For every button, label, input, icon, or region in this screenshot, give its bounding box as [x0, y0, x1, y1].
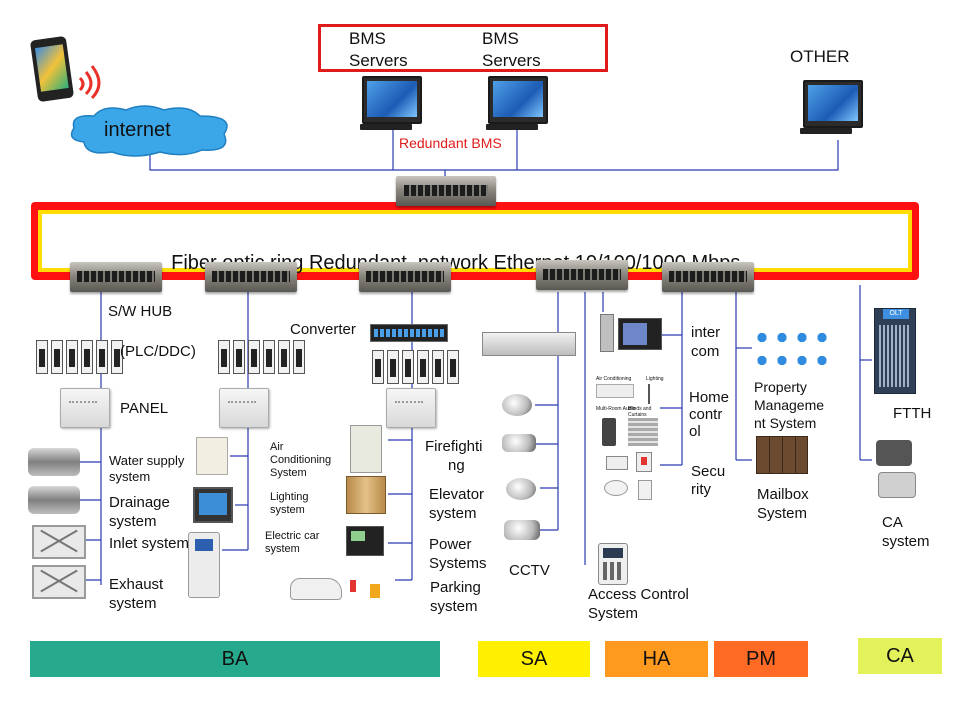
internet-cloud [70, 105, 228, 157]
redundant-bms-label: Redundant BMS [399, 135, 502, 151]
intercom-doorstation-icon [600, 314, 614, 352]
category-bar-sa: SA [478, 641, 590, 677]
firefighting-panel-icon [350, 425, 382, 473]
ptz-camera-icon [502, 394, 532, 416]
parking-car-icon [290, 578, 342, 600]
sw-hub-label: S/W HUB [108, 303, 173, 320]
lighting-controller-icon [193, 487, 233, 523]
keyboard-icon [360, 124, 412, 130]
outdoor-camera-icon [504, 520, 540, 540]
desk-phone-icon [878, 472, 916, 498]
panel-3 [386, 388, 436, 428]
keyboard-icon [486, 124, 538, 130]
panel-1 [60, 388, 110, 428]
other-label: OTHER [790, 47, 850, 66]
air-conditioner-icon [596, 384, 634, 398]
blinds-icon [628, 418, 658, 446]
converter-label: Converter [290, 321, 356, 338]
panel-2 [219, 388, 269, 428]
plc-ddc-label: (PLC/DDC) [120, 343, 196, 360]
thermostat-icon [196, 437, 228, 475]
inlet-label: Inlet system [109, 535, 190, 552]
bms-servers-group [318, 24, 608, 72]
security-switch-icon [636, 452, 652, 472]
power-meter-icon [346, 526, 384, 556]
category-bar-ba: BA [30, 641, 440, 677]
ftth-label: FTTH [893, 405, 932, 422]
property-management-icon [752, 326, 832, 372]
dome-camera-icon [506, 478, 536, 500]
switch-2 [205, 262, 297, 292]
plc-modules-3 [372, 350, 459, 384]
plc-modules-2 [218, 340, 305, 374]
ev-charger-icon [188, 532, 220, 598]
switch-4 [536, 260, 628, 290]
water-pump-icon [28, 448, 80, 476]
parking-barrier-icon [346, 578, 392, 600]
ip-phone-icon [876, 440, 912, 466]
plc-modules-1 [36, 340, 123, 374]
cctv-label: CCTV [509, 562, 550, 579]
olt-cabinet-icon: OLT [874, 308, 916, 394]
drainage-pump-icon [28, 486, 80, 514]
other-monitor [803, 80, 863, 128]
wireless-signal-icon [78, 65, 101, 100]
lamp-icon [648, 384, 660, 404]
intercom-monitor-icon [618, 318, 662, 350]
category-bar-pm: PM [714, 641, 808, 677]
dvr-device [482, 332, 576, 356]
category-bar-ha: HA [605, 641, 708, 677]
keyboard-icon [800, 128, 852, 134]
bullet-camera-icon [502, 434, 536, 452]
access-keypad-icon [598, 543, 628, 585]
exhaust-fan-icon [32, 565, 86, 599]
inlet-fan-icon [32, 525, 86, 559]
gas-sensor-icon [638, 480, 652, 500]
core-switch [396, 176, 496, 206]
mailbox-icon [756, 436, 808, 474]
internet-label: internet [104, 119, 171, 141]
home-automation-grid: Air Conditioning Lighting Multi-Room Aud… [594, 374, 664, 450]
fiber-ring-core [42, 214, 908, 268]
bms-server-1-monitor [362, 76, 422, 124]
security-sensor-icon [606, 456, 628, 470]
converter-device [370, 324, 448, 342]
elevator-icon [346, 476, 386, 514]
category-bar-ca: CA [858, 638, 942, 674]
panel-label: PANEL [120, 400, 169, 417]
speaker-icon [602, 418, 616, 446]
bms-server-2-monitor [488, 76, 548, 124]
smoke-detector-icon [604, 480, 628, 496]
switch-3 [359, 262, 451, 292]
switch-5 [662, 262, 754, 292]
switch-1 [70, 262, 162, 292]
